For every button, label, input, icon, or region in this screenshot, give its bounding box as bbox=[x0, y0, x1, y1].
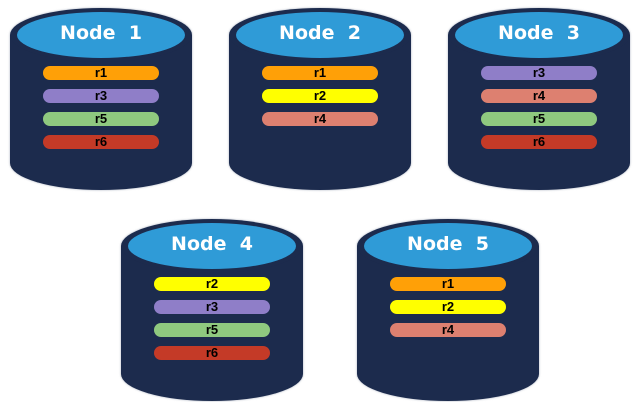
replica-bar: r5 bbox=[154, 323, 270, 337]
replica-bar: r6 bbox=[154, 346, 270, 360]
cylinder-top-face bbox=[455, 12, 623, 58]
node-title: Node 1 bbox=[60, 22, 142, 44]
replica-bar: r6 bbox=[43, 135, 159, 149]
node-cylinder: Node 4 r2 r3 r5 r6 bbox=[121, 219, 303, 401]
node-cylinder: Node 3 r3 r4 r5 r6 bbox=[448, 8, 630, 190]
replica-list: r1 r2 r4 bbox=[390, 277, 506, 337]
replica-bar: r4 bbox=[262, 112, 378, 126]
replica-bar: r5 bbox=[43, 112, 159, 126]
replica-bar: r6 bbox=[481, 135, 597, 149]
replica-bar: r3 bbox=[481, 66, 597, 80]
replica-bar: r1 bbox=[390, 277, 506, 291]
replica-bar: r3 bbox=[154, 300, 270, 314]
node-title: Node 3 bbox=[498, 22, 580, 44]
replica-list: r3 r4 r5 r6 bbox=[481, 66, 597, 149]
replica-bar: r2 bbox=[262, 89, 378, 103]
replica-list: r2 r3 r5 r6 bbox=[154, 277, 270, 360]
node-row-bottom: Node 4 r2 r3 r5 r6 Node 5 r1 r2 r4 bbox=[11, 219, 638, 401]
replica-bar: r1 bbox=[43, 66, 159, 80]
node-cylinder: Node 1 r1 r3 r5 r6 bbox=[10, 8, 192, 190]
cylinder-top-face bbox=[236, 12, 404, 58]
cylinder-top-face bbox=[17, 12, 185, 58]
node-cylinder: Node 5 r1 r2 r4 bbox=[357, 219, 539, 401]
replica-list: r1 r3 r5 r6 bbox=[43, 66, 159, 149]
replica-bar: r2 bbox=[390, 300, 506, 314]
replica-bar: r3 bbox=[43, 89, 159, 103]
node-title: Node 5 bbox=[407, 233, 489, 255]
replica-bar: r2 bbox=[154, 277, 270, 291]
replica-bar: r5 bbox=[481, 112, 597, 126]
replica-list: r1 r2 r4 bbox=[262, 66, 378, 126]
replica-bar: r1 bbox=[262, 66, 378, 80]
cylinder-top-face bbox=[128, 223, 296, 269]
replica-bar: r4 bbox=[481, 89, 597, 103]
node-title: Node 2 bbox=[279, 22, 361, 44]
node-cylinder: Node 2 r1 r2 r4 bbox=[229, 8, 411, 190]
replica-bar: r4 bbox=[390, 323, 506, 337]
cylinder-top-face bbox=[364, 223, 532, 269]
node-title: Node 4 bbox=[171, 233, 253, 255]
